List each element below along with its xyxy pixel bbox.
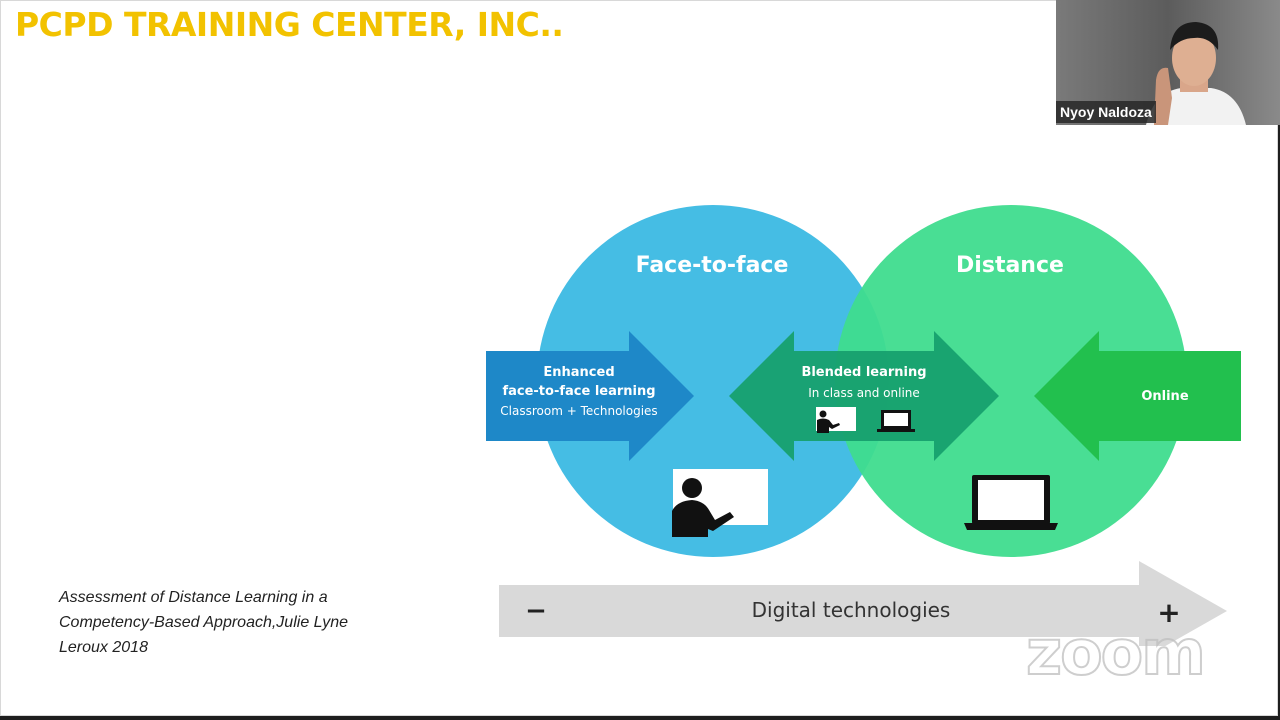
online-arrow — [1034, 331, 1241, 461]
blended-line2: In class and online — [808, 386, 920, 400]
zoom-watermark: zoom — [1025, 616, 1207, 689]
enhanced-arrow — [486, 331, 694, 461]
distance-label: Distance — [956, 253, 1064, 278]
small-laptop-icon — [877, 410, 915, 432]
face-to-face-circle — [537, 205, 889, 557]
enhanced-line2: face-to-face learning — [502, 384, 655, 399]
teacher-board-icon — [672, 469, 768, 537]
enhanced-line1: Enhanced — [543, 365, 614, 380]
learning-modes-diagram: Face-to-face Distance Enhanced face-to-f… — [486, 205, 1241, 646]
scale-label: Digital technologies — [752, 598, 951, 622]
face-to-face-label: Face-to-face — [636, 253, 789, 278]
laptop-icon — [964, 475, 1058, 530]
blended-arrow — [729, 331, 999, 461]
distance-circle — [835, 205, 1187, 557]
digital-technologies-arrow — [499, 561, 1227, 646]
online-label: Online — [1141, 389, 1188, 404]
slide-title: PCPD TRAINING CENTER, INC.. — [15, 5, 564, 44]
participant-video-tile[interactable]: Nyoy Naldoza — [1056, 0, 1280, 125]
enhanced-line3: Classroom + Technologies — [500, 404, 657, 418]
scale-plus: + — [1157, 596, 1180, 629]
slide-citation: Assessment of Distance Learning in a Com… — [59, 589, 349, 656]
blended-line1: Blended learning — [801, 365, 926, 380]
scale-minus: − — [525, 596, 547, 626]
participant-name-tag: Nyoy Naldoza — [1056, 101, 1156, 123]
small-teacher-icon — [816, 407, 856, 433]
